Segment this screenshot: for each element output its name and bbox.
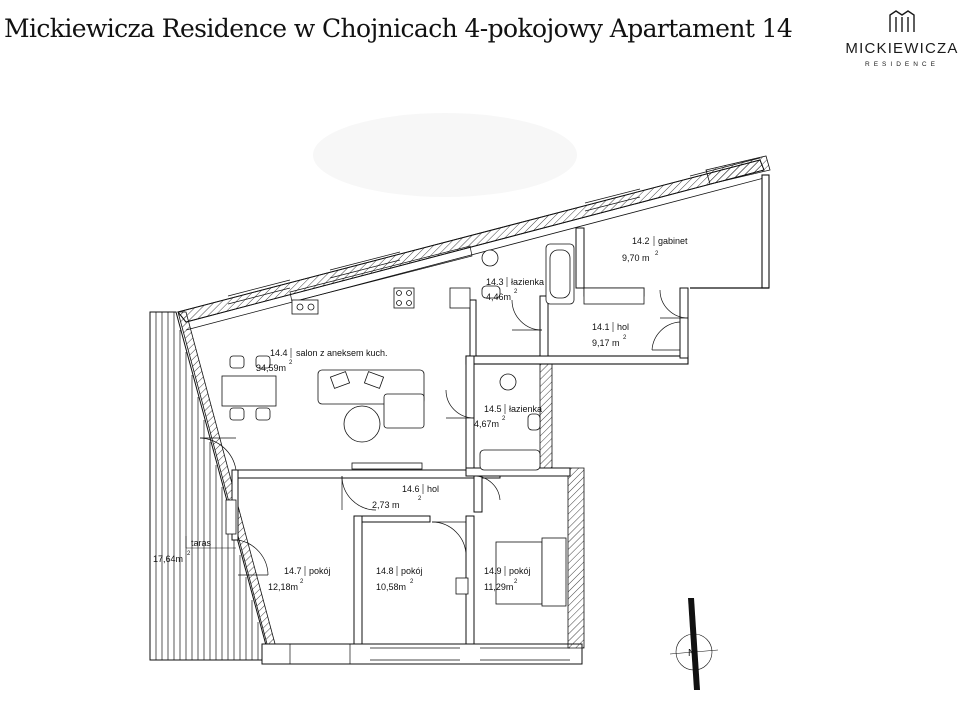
room-name: pokój [401,566,423,576]
room-number: 14.2 [632,236,650,246]
brand-name: MICKIEWICZA [845,40,959,57]
room-label-pokoj-14-9: 14.9 pokój 11,29m 2 [484,566,531,592]
compass-icon: N [669,598,719,690]
room-area: 34,59m [256,363,286,373]
room-label-gabinet: 14.2 gabinet 9,70 m 2 [622,236,688,263]
room-number: 14.4 [270,348,288,358]
brand-logo: MICKIEWICZA RESIDENCE [838,6,966,68]
room-area-unit: 2 [514,579,518,585]
room-label-hol-14-1: 14.1 hol 9,17 m 2 [592,322,629,348]
room-area-unit: 2 [623,335,627,341]
room-label-taras: taras 17,64m 2 [153,536,236,564]
room-number: 14.3 [486,277,504,287]
room-area: 9,17 m [592,338,620,348]
brand-subtitle: RESIDENCE [865,61,939,68]
doors [199,289,689,576]
room-area-unit: 2 [655,251,659,257]
room-label-lazienka-14-5: 14.5 łazienka 4,67m 2 [474,404,542,429]
room-area: 2,73 m [372,500,400,510]
room-area: 4,67m [474,419,499,429]
furniture [221,243,645,607]
room-area: 17,64m [153,554,183,564]
room-number: 14.9 [484,566,502,576]
room-number: 14.8 [376,566,394,576]
room-label-hol-14-6: 14.6 hol 2,73 m 2 [372,484,439,510]
room-area: 10,58m [376,582,406,592]
room-area-unit: 2 [418,496,422,502]
room-area-unit: 2 [410,579,414,585]
room-number: 14.6 [402,484,420,494]
room-area-unit: 2 [514,289,518,295]
room-name: pokój [309,566,331,576]
compass-north-label: N [688,648,695,659]
room-area-unit: 2 [502,416,506,422]
room-label-pokoj-14-8: 14.8 pokój 10,58m 2 [376,566,423,592]
room-number: 14.1 [592,322,610,332]
room-name: pokój [509,566,531,576]
room-area: 11,29m [484,582,513,592]
room-name: hol [617,322,629,332]
room-name: salon z aneksem kuch. [296,348,388,358]
room-name: łazienka [511,277,544,287]
room-name: łazienka [509,404,542,414]
building-logo-icon [889,10,915,32]
room-area: 4,46m [486,292,511,302]
room-area: 9,70 m [622,253,650,263]
room-label-salon: 14.4 salon z aneksem kuch. 34,59m 2 [256,348,388,373]
room-name: taras [191,538,212,548]
room-number: 14.7 [284,566,302,576]
room-number: 14.5 [484,404,502,414]
room-label-lazienka-14-3: 14.3 łazienka 4,46m 2 [486,277,544,302]
room-area-unit: 2 [187,551,191,557]
blurred-area [313,113,577,197]
room-labels: 14.2 gabinet 9,70 m 2 14.3 łazienka 4,46… [153,236,688,592]
room-area: 12,18m [268,582,298,592]
room-name: hol [427,484,439,494]
room-area-unit: 2 [289,360,293,366]
room-area-unit: 2 [300,579,304,585]
room-label-pokoj-14-7: 14.7 pokój 12,18m 2 [268,566,331,592]
terrace [149,311,271,661]
outer-walls [177,155,771,665]
room-name: gabinet [658,236,688,246]
page-title: Mickiewicza Residence w Chojnicach 4-pok… [4,14,793,43]
